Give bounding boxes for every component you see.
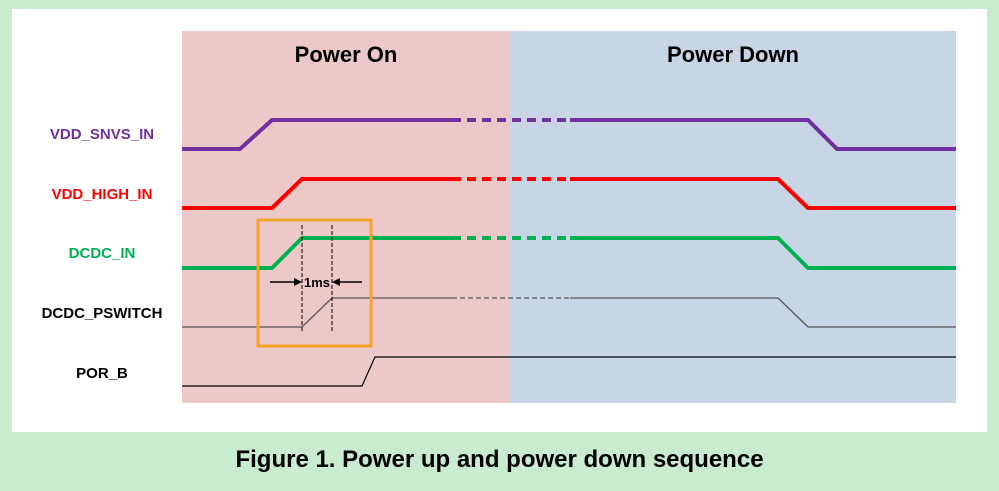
highlight-box <box>256 218 373 348</box>
signal-label-dcdc-pswitch: DCDC_PSWITCH <box>42 305 163 322</box>
power-on-region <box>182 31 510 403</box>
power-down-header: Power Down <box>667 42 799 67</box>
signal-label-dcdc-in: DCDC_IN <box>69 245 136 262</box>
signal-label-por-b: POR_B <box>76 365 128 382</box>
signal-label-vdd-high-in: VDD_HIGH_IN <box>52 186 153 203</box>
delay-annotation: 1ms <box>270 225 362 333</box>
waveform-vdd-snvs-in <box>182 118 956 151</box>
waveform-dcdc-pswitch <box>182 297 956 328</box>
power-down-region <box>510 31 956 403</box>
delay-label: 1ms <box>304 275 330 290</box>
figure-caption: Figure 1. Power up and power down sequen… <box>235 446 764 473</box>
signal-label-vdd-snvs-in: VDD_SNVS_IN <box>50 126 154 143</box>
power-on-header: Power On <box>295 42 398 67</box>
waveform-dcdc-in <box>182 236 956 270</box>
waveform-por-b <box>182 356 956 387</box>
waveform-vdd-high-in <box>182 177 956 210</box>
